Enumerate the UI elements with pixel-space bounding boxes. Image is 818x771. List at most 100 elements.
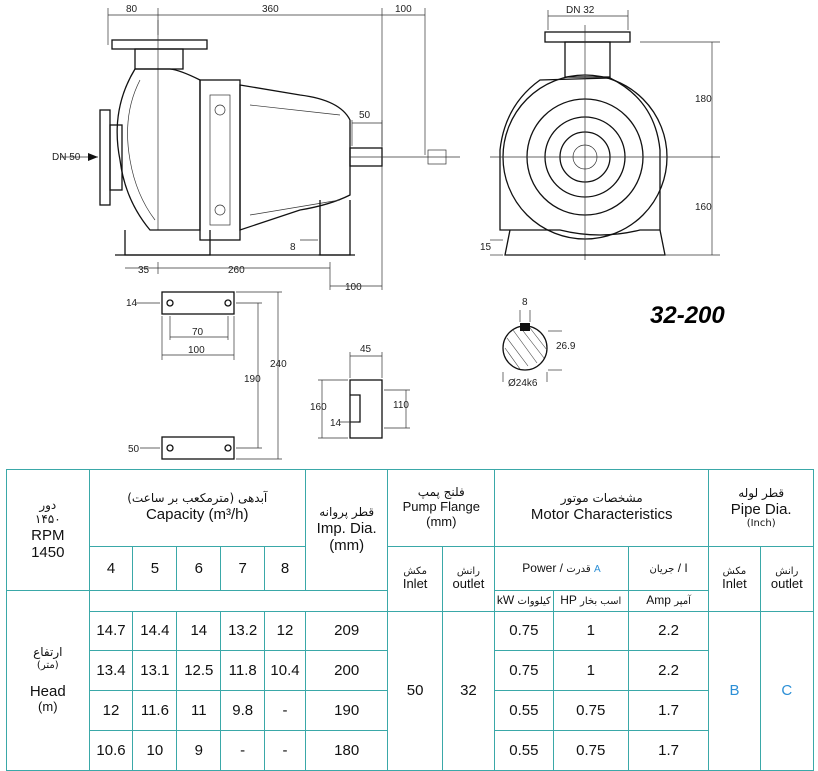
rpm-label: RPM	[31, 526, 65, 544]
amp-value: 1.7	[627, 730, 710, 771]
capacity-7: 7	[220, 546, 266, 591]
pipe-inlet-header: مکش Inlet	[708, 546, 761, 612]
head-fa-unit: (متر)	[36, 659, 59, 671]
kw-fa: کیلووات	[517, 596, 551, 608]
dim-100-top: 100	[395, 4, 412, 15]
flange-inlet-header: مکش Inlet	[387, 546, 443, 612]
foot-side-view: 45 160 110 14	[310, 344, 410, 439]
kw-en: kW	[496, 593, 515, 608]
flange-inlet-fa: مکش	[403, 565, 427, 577]
head-cell-value: -	[264, 690, 306, 731]
capacity-5: 5	[132, 546, 178, 591]
head-cell-value: 14	[176, 611, 222, 651]
flange-outlet-header: رانش outlet	[441, 546, 496, 612]
dim-240: 240	[270, 359, 287, 370]
imp-dia-value: 200	[304, 650, 389, 691]
power-en: Power	[522, 560, 557, 575]
imp-dia-value: 190	[304, 690, 389, 731]
rpm-fa-value: ۱۴۵۰	[34, 511, 61, 526]
pipe-fa: قطر لوله	[738, 485, 785, 500]
dim-26-9: 26.9	[556, 341, 576, 352]
dim-100-foot: 100	[188, 345, 205, 356]
head-cell-value: 13.4	[88, 650, 134, 691]
flange-fa: فلنج پمپ	[417, 485, 465, 500]
pipe-outlet-header: رانش outlet	[759, 546, 815, 612]
head-cell-value: 11	[176, 690, 222, 731]
dim-110: 110	[393, 400, 409, 411]
head-cell: ارتفاع (متر) Head (m)	[6, 590, 90, 771]
dim-45: 45	[360, 344, 372, 355]
current-fa: جریان	[649, 563, 675, 575]
rpm-cell: دور ۱۴۵۰ RPM 1450	[6, 469, 90, 591]
power-letter: A	[593, 563, 601, 575]
head-cell-value: 11.6	[132, 690, 178, 731]
imp-en: Imp. Dia.	[316, 519, 377, 537]
pipe-en: Pipe Dia.	[730, 500, 792, 518]
pipe-inlet-fa: مکش	[722, 565, 747, 577]
head-cell-value: 10	[132, 730, 178, 771]
dim-160-foot: 160	[310, 402, 327, 413]
head-cell-value: 14.7	[88, 611, 134, 651]
amp-header: Amp آمپر	[627, 590, 710, 612]
head-cell-value: 12.5	[176, 650, 222, 691]
hp-value: 1	[552, 611, 629, 651]
dim-260: 260	[228, 265, 245, 276]
amp-value: 2.2	[627, 650, 710, 691]
hp-value: 0.75	[552, 730, 629, 771]
pipe-unit: (Inch)	[746, 517, 776, 529]
flange-inlet-value: 50	[387, 611, 443, 771]
motor-fa: مشخصات موتور	[560, 491, 643, 506]
capacity-4: 4	[88, 546, 134, 591]
imp-dia-header: قطر پروانه Imp. Dia. (mm)	[304, 469, 389, 591]
pipe-outlet-fa: رانش	[775, 565, 799, 577]
table-row: 12 11.6 11 9.8 - 190 0.55 0.75 1.7	[7, 690, 814, 731]
power-header: Power / قدرت A	[494, 546, 629, 591]
head-cell-value: 13.1	[132, 650, 178, 691]
dim-35: 35	[138, 265, 150, 276]
amp-value: 1.7	[627, 690, 710, 731]
head-cell-value: 12	[264, 611, 306, 651]
rpm-value: 1450	[31, 543, 65, 561]
head-cell-value: 9.8	[220, 690, 266, 731]
hp-header: HP اسب بخار	[552, 590, 629, 612]
flange-outlet-en: outlet	[452, 576, 485, 592]
current-en: I	[684, 560, 688, 575]
model-number: 32-200	[650, 302, 725, 329]
kw-value: 0.55	[494, 730, 554, 771]
dim-15-foot: 15	[480, 242, 492, 253]
kw-value: 0.55	[494, 690, 554, 731]
imp-dia-value: 180	[304, 730, 389, 771]
capacity-6: 6	[176, 546, 222, 591]
side-view: 80 360 100 DN 50 50	[52, 4, 460, 293]
dim-190: 190	[244, 374, 261, 385]
outlet-label: DN 32	[566, 5, 595, 16]
power-sep: /	[559, 560, 563, 575]
hp-fa: اسب بخار	[579, 596, 622, 608]
dim-14-slot: 14	[330, 418, 342, 429]
front-view: DN 32 15 180 160	[480, 5, 720, 260]
pump-flange-header: فلنج پمپ Pump Flange (mm)	[387, 469, 496, 547]
pipe-inlet-en: Inlet	[722, 576, 747, 592]
capacity-fa: آبدهی (مترمکعب بر ساعت)	[127, 491, 268, 506]
head-cell-value: -	[220, 730, 266, 771]
inlet-label: DN 50	[52, 152, 81, 163]
dim-shaft-diameter: Ø24k6	[508, 378, 538, 389]
pipe-outlet-en: outlet	[770, 576, 803, 592]
current-header: جریان / I	[627, 546, 710, 591]
capacity-header: آبدهی (مترمکعب بر ساعت) Capacity (m³/h)	[88, 469, 306, 547]
motor-header: مشخصات موتور Motor Characteristics	[494, 469, 710, 547]
dim-80: 80	[126, 4, 138, 15]
specification-table: دور ۱۴۵۰ RPM 1450 آبدهی (مترمکعب بر ساعت…	[6, 469, 815, 771]
kw-value: 0.75	[494, 650, 554, 691]
dim-160-front: 160	[695, 202, 712, 213]
rpm-fa: دور	[39, 497, 57, 512]
head-cell-value: 9	[176, 730, 222, 771]
hp-value: 1	[552, 650, 629, 691]
motor-en: Motor Characteristics	[530, 506, 673, 524]
shaft-section: 8 26.9 Ø24k6	[502, 297, 576, 389]
dim-100-bottom: 100	[345, 282, 362, 293]
head-cell-value: 13.2	[220, 611, 266, 651]
pipe-outlet-value: C	[759, 611, 815, 771]
head-fa: ارتفاع	[33, 644, 63, 659]
capacity-en: Capacity (m³/h)	[145, 506, 249, 524]
